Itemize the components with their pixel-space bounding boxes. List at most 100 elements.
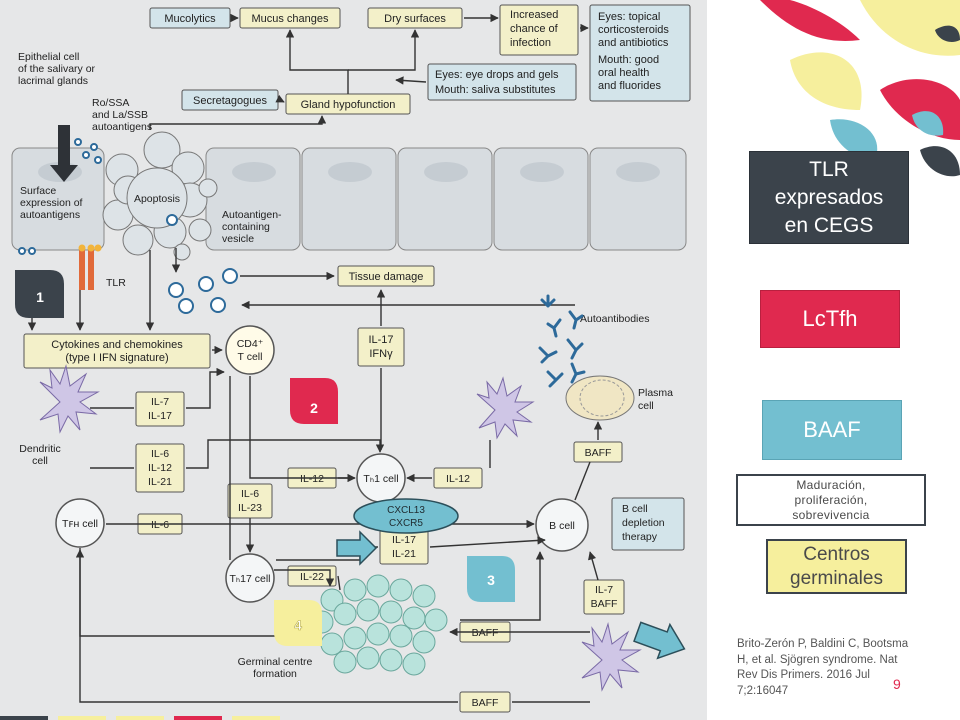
autoantibodies-label: Autoantibodies (580, 313, 649, 325)
mid-arrows (27, 248, 575, 450)
reference-citation: Brito-Zerón P, Baldini C, Bootsma H, et … (737, 638, 909, 697)
il12-left-label: IL-12 (300, 473, 324, 485)
il6-il12-il21-line3: IL-21 (148, 476, 172, 488)
il6-il12-il21-box (135, 443, 185, 493)
lower-arrows (75, 367, 603, 703)
il12-right-label: IL-12 (446, 473, 470, 485)
infection-line3: infection (510, 37, 551, 49)
surface-arrow-icon (50, 125, 78, 182)
epithelial-line3: lacrimal glands (18, 75, 88, 87)
centros-panel-text: Centros germinales (790, 543, 883, 589)
baff-top-box (573, 441, 623, 463)
saliva-substitutes-label: Mouth: saliva substitutes (435, 84, 556, 96)
dendritic-label-line1: Dendritic (19, 443, 60, 455)
vesicle-line2: containing (222, 221, 270, 233)
il12-right-box (433, 467, 483, 489)
centros-panel: Centros germinales (766, 539, 907, 594)
baff-top-label: BAFF (585, 447, 612, 459)
topical-therapy-box (589, 4, 691, 102)
il22-box (287, 565, 337, 587)
dry-surfaces-box (367, 7, 463, 29)
il17-il21-line1: IL-17 (392, 534, 416, 546)
epithelial-line2: of the salivary or (18, 63, 96, 75)
plasma-cell (565, 375, 635, 421)
highlight-arrow-icon (336, 530, 378, 566)
badge-4-number: 4 (294, 617, 302, 633)
maduracion-panel: Maduración, proliferación, sobrevivencia (736, 474, 926, 526)
badge-2-number: 2 (310, 400, 318, 416)
apoptosis-label: Apoptosis (134, 193, 180, 205)
top-arrows (149, 13, 589, 130)
dendritic-cell-icon (39, 364, 100, 434)
tlr-panel: TLR expresados en CEGS (749, 151, 909, 244)
il17-ifng-line1: IL-17 (368, 334, 393, 346)
substitutes-box (427, 63, 577, 101)
mucolytics-box (149, 7, 231, 29)
cd4-t-cell (225, 325, 275, 375)
infection-box (499, 4, 579, 56)
surface-line2: expression of (20, 197, 83, 209)
bcell-depletion-box (611, 497, 685, 551)
ro-line2: and La/SSB (92, 109, 148, 121)
infection-line1: Increased (510, 9, 558, 21)
ro-line1: Ro/SSA (92, 97, 129, 109)
mouth-good-line3: and fluorides (598, 80, 661, 92)
bcell-depletion-line3: therapy (622, 531, 658, 543)
baaf-panel-text: BAAF (803, 417, 861, 442)
tlr-label: TLR (106, 277, 126, 289)
il7-il17-line2: IL-17 (148, 410, 172, 422)
maduracion-panel-text: Maduración, proliferación, sobrevivencia (792, 477, 870, 522)
il7-baff-box (583, 579, 625, 615)
baff-bottom-box (459, 691, 511, 713)
surface-line1: Surface (20, 185, 56, 197)
bottom-color-strip (0, 716, 280, 720)
secretagogues-label: Secretagogues (193, 95, 267, 107)
th1-label: Tₕ1 cell (363, 473, 398, 485)
page-number: 9 (893, 676, 901, 692)
tissue-damage-box (337, 265, 435, 287)
vesicle-line1: Autoantigen- (222, 209, 282, 221)
epithelial-layer (11, 131, 687, 314)
bcell-depletion-line1: B cell (622, 503, 648, 515)
plasma-label-line1: Plasma (638, 387, 673, 399)
tfh-label: Tꜰʜ cell (62, 518, 98, 530)
baaf-panel: BAAF (762, 400, 902, 460)
il22-label: IL-22 (300, 571, 324, 583)
gland-hypofunction-label: Gland hypofunction (301, 99, 396, 111)
cxcl13-cxcr5-ellipse (353, 498, 459, 534)
tfh-cell (55, 498, 105, 548)
baff-mid-label: BAFF (472, 627, 499, 639)
badge-3 (467, 556, 515, 602)
mouth-good-line2: oral health (598, 67, 649, 79)
il17-ifng-box (357, 327, 405, 367)
tlr-panel-text: TLR expresados en CEGS (774, 157, 884, 237)
eyes-topical-line1: Eyes: topical (598, 11, 660, 23)
surface-line3: autoantigens (20, 209, 80, 221)
il7-il17-box (135, 391, 185, 427)
dendritic-cell-right-icon (476, 376, 535, 440)
cytokines-box (23, 333, 211, 369)
il7-baff-line1: IL-7 (595, 584, 613, 596)
mucus-changes-label: Mucus changes (251, 13, 329, 25)
dry-surfaces-label: Dry surfaces (384, 13, 446, 25)
il6-il23-line1: IL-6 (241, 488, 259, 500)
mucus-changes-box (239, 7, 341, 29)
mucolytics-label: Mucolytics (164, 13, 216, 25)
eye-drops-label: Eyes: eye drops and gels (435, 69, 559, 81)
baff-bottom-label: BAFF (472, 697, 499, 709)
badge-4 (274, 600, 322, 646)
il17-il21-line2: IL-21 (392, 548, 416, 560)
infection-line2: chance of (510, 23, 559, 35)
highlight-arrow-bottom-icon (633, 621, 686, 660)
badge-3-number: 3 (487, 572, 495, 588)
il7-baff-line2: BAFF (591, 598, 618, 610)
il17-ifng-line2: IFNγ (369, 348, 393, 360)
th17-cell (225, 553, 275, 603)
vesicle-line3: vesicle (222, 233, 254, 245)
ro-line3: autoantigens (92, 121, 152, 133)
plasma-label-line2: cell (638, 400, 654, 412)
eyes-topical-line3: and antibiotics (598, 37, 669, 49)
dendritic-cell-bottom-icon (581, 622, 642, 692)
epithelial-line1: Epithelial cell (18, 51, 79, 63)
